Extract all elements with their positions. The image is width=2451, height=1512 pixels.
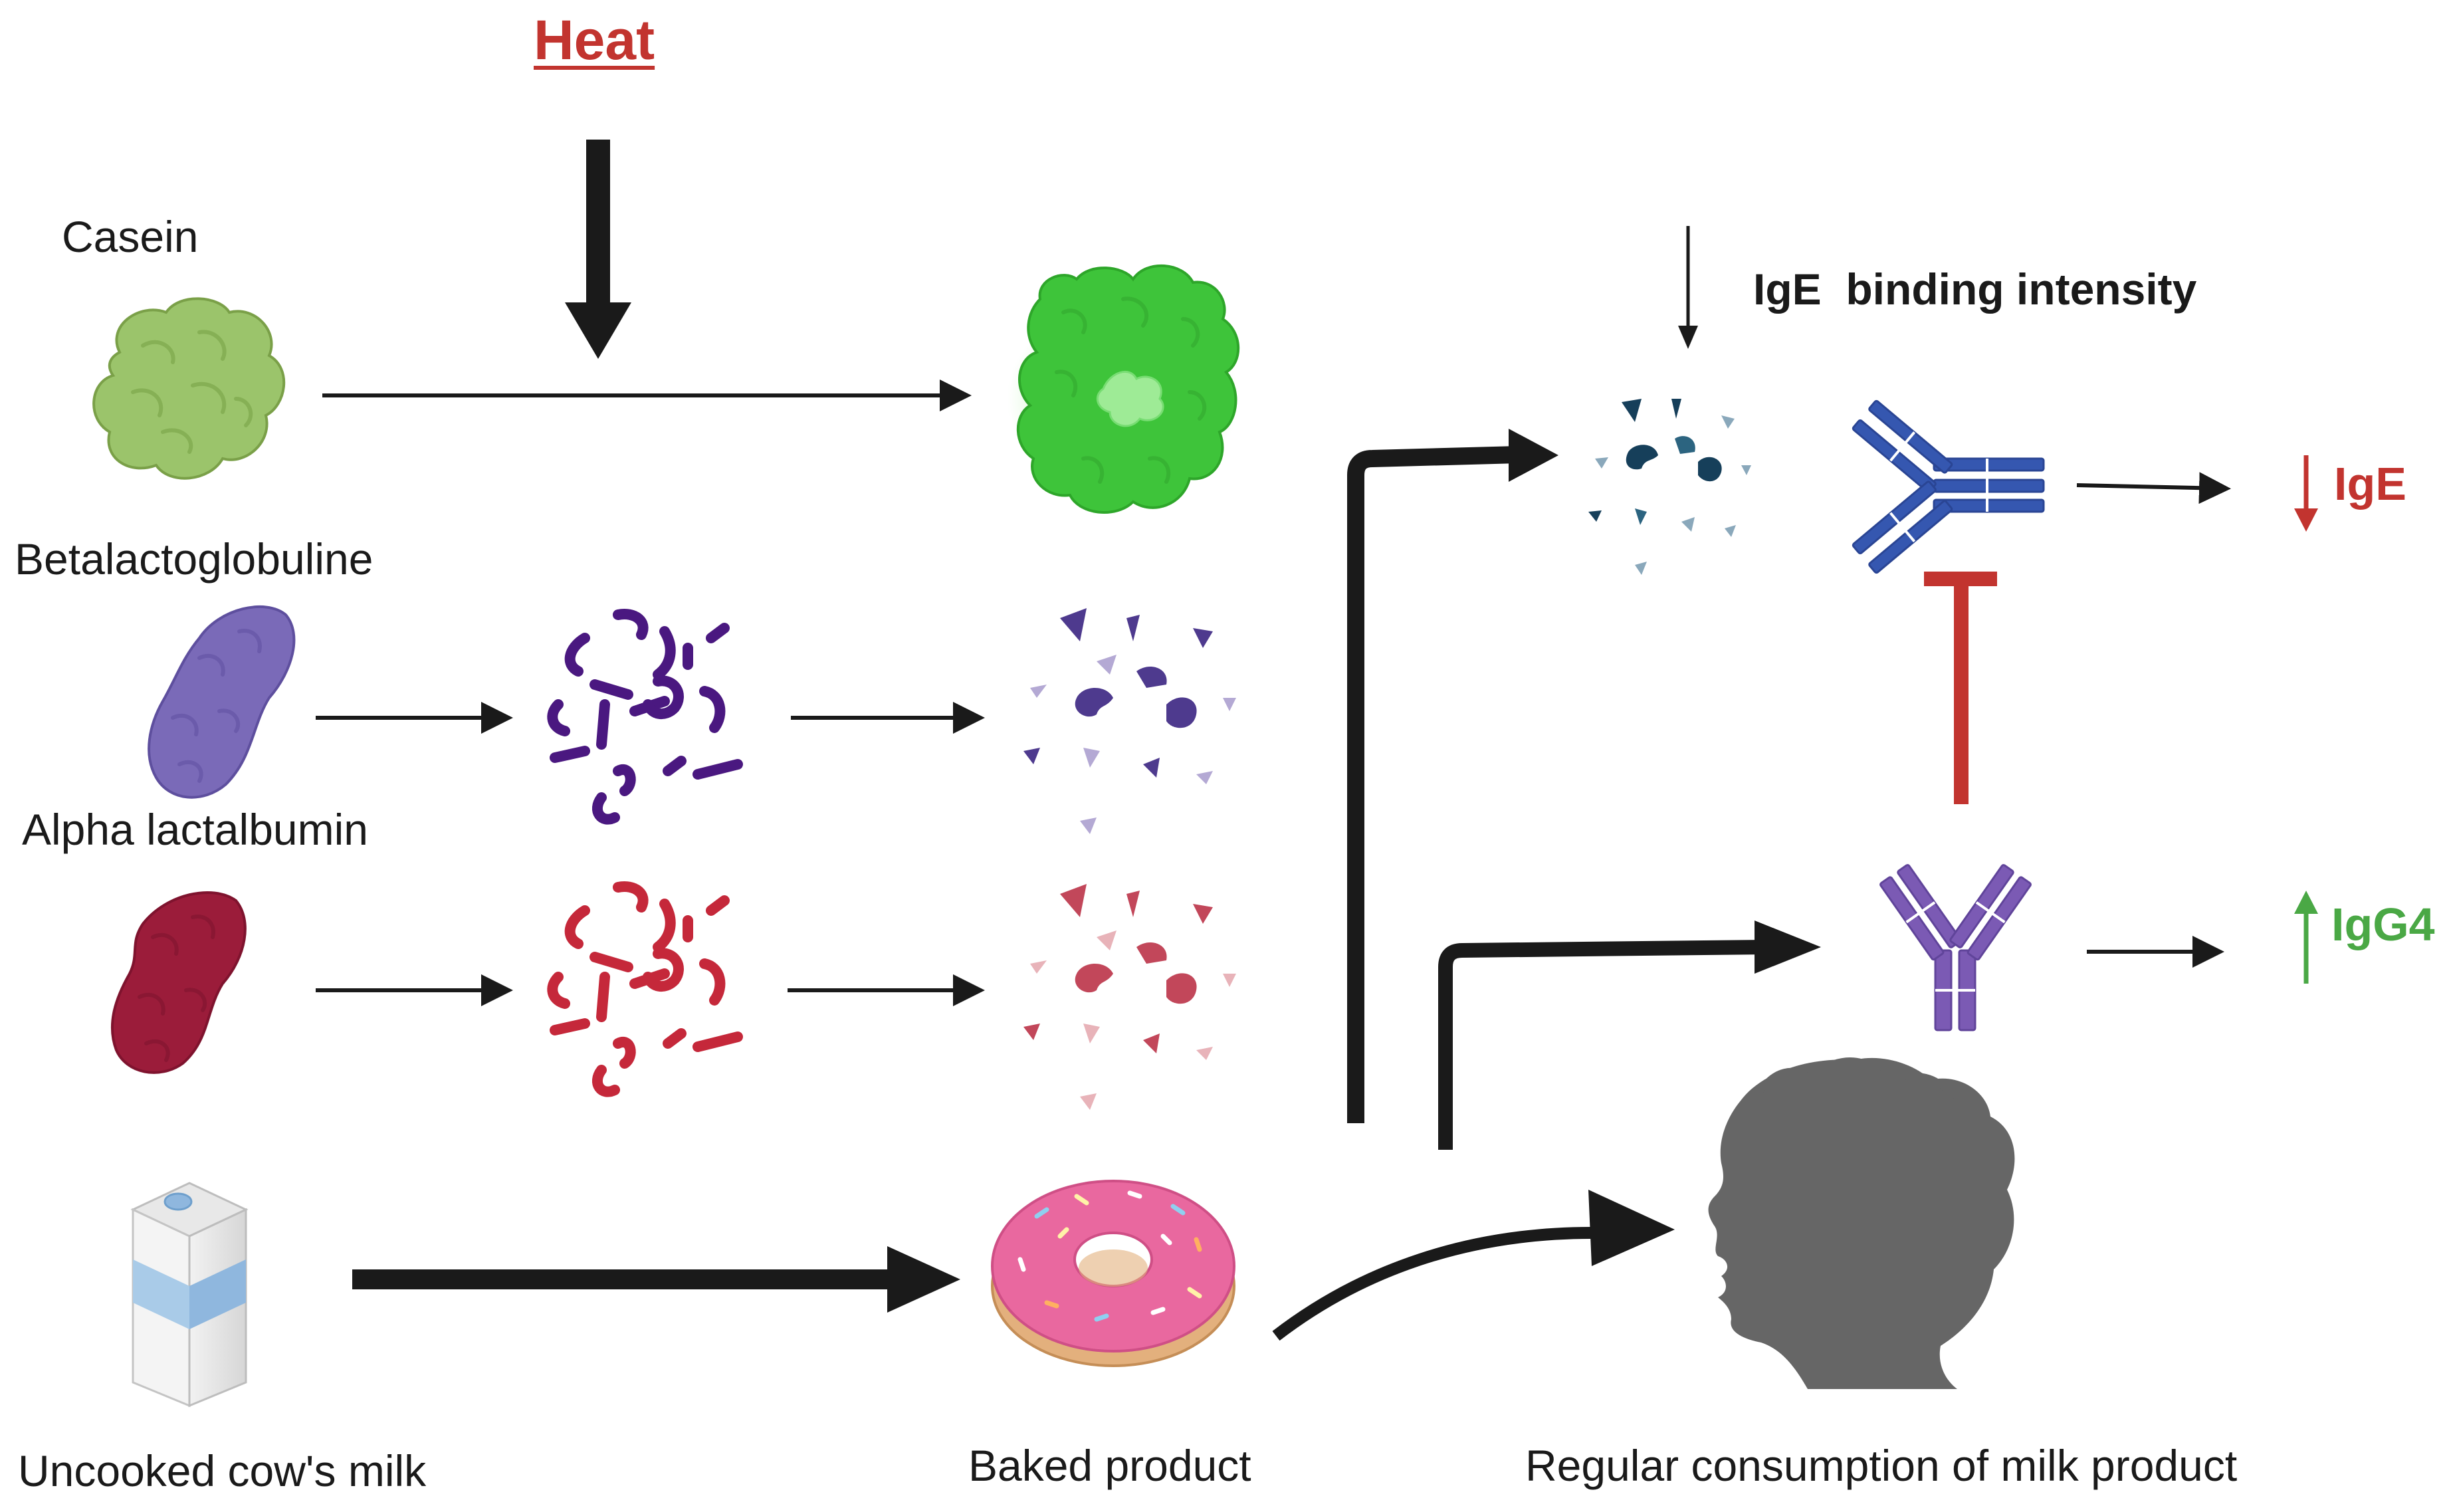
beta-lactoglobulin-protein-icon <box>148 605 296 799</box>
igg4-antibody-icon <box>1879 864 2032 1031</box>
ige-binding-intensity-label: IgE binding intensity <box>1753 265 2197 314</box>
igg4-result-label: IgG4 <box>2331 899 2435 950</box>
casein-protein-icon <box>92 297 286 480</box>
ige-result-arrow <box>2076 472 2231 504</box>
igg4-inhibits-ige-symbol <box>1924 572 1997 804</box>
regular-consumption-label: Regular consumption of milk product <box>1525 1441 2238 1490</box>
heated-casein-icon <box>1007 265 1240 514</box>
ige-result-label: IgE <box>2334 458 2406 510</box>
alpha-peptide-fragments-icon <box>1023 884 1236 1110</box>
igg4-increase-arrow <box>2294 891 2318 984</box>
alpha-lactalbumin-label: Alpha lactalbumin <box>22 805 368 854</box>
ige-antibody-icon <box>1852 399 2045 574</box>
consumption-to-igg4-arrow <box>1438 920 1821 1150</box>
casein-label: Casein <box>62 212 199 261</box>
heat-arrow <box>565 140 631 359</box>
child-head-icon <box>1708 1057 2015 1389</box>
baked-to-child-arrow <box>1272 1190 1675 1341</box>
milk-to-baked-arrow <box>352 1246 960 1313</box>
milk-carton-icon <box>130 1182 249 1408</box>
baked-product-label: Baked product <box>968 1441 1251 1490</box>
alpha-lactalbumin-protein-icon <box>110 891 247 1074</box>
beta-peptide-fragments-icon <box>1023 608 1236 834</box>
ige-binding-down-arrow <box>1678 226 1698 349</box>
baked-to-fragments-arrow <box>1347 429 1558 1123</box>
beta-unfolded-protein-icon <box>547 609 743 825</box>
alpha-unfolded-protein-icon <box>547 881 743 1097</box>
baked-peptide-fragments-icon <box>1588 399 1751 575</box>
heat-label: Heat <box>534 9 655 71</box>
uncooked-milk-label: Uncooked cow's milk <box>18 1446 427 1495</box>
betalactoglobuline-label: Betalactoglobuline <box>15 534 373 584</box>
donut-icon <box>991 1180 1235 1367</box>
ige-decrease-arrow <box>2294 455 2318 532</box>
